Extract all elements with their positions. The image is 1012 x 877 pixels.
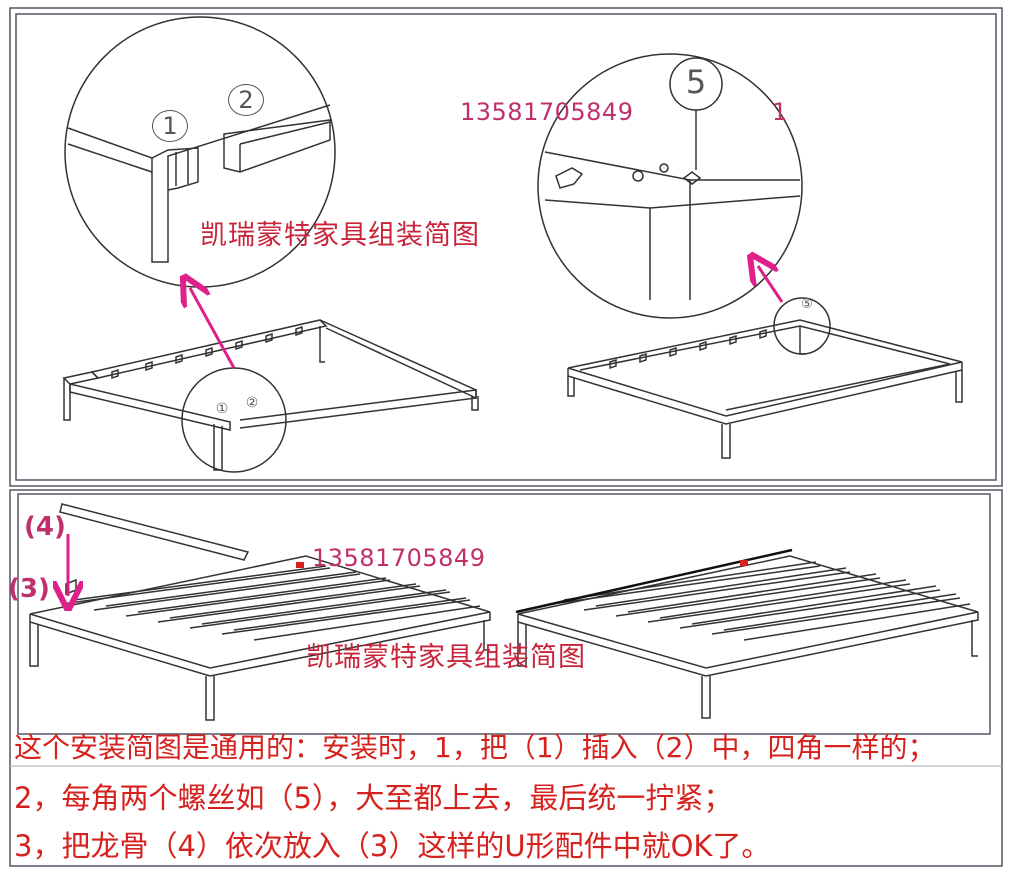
instruction-line-3: 3，把龙骨（4）依次放入（3）这样的U形配件中就OK了。 [14, 829, 771, 863]
part5-label-large: 5 [685, 63, 707, 101]
part1-label-large: 1 [152, 110, 188, 142]
instruction-line-2: 2，每角两个螺丝如（5），大至都上去，最后统一拧紧； [14, 781, 733, 815]
slot-marks [296, 560, 748, 568]
assembly-title-bottom: 凯瑞蒙特家具组装简图 [306, 642, 586, 673]
part5-label-small: ⑤ [801, 297, 813, 312]
assembly-title-top: 凯瑞蒙特家具组装简图 [200, 220, 480, 251]
pointer-arrows [68, 266, 784, 596]
bed-with-slats-left [29, 503, 491, 721]
phone-number-bottom: 13581705849 [312, 544, 486, 572]
part1-label-small: ① [215, 401, 229, 417]
bed-with-slats-right [515, 548, 979, 719]
panel-frames [9, 7, 1003, 867]
arrow-to-zoom-right [758, 266, 784, 303]
phone-number-top: 13581705849 [460, 98, 634, 126]
top-right-fragment: 1 [772, 98, 788, 126]
bed-frame-right [537, 53, 963, 459]
callout-part4: (4) [24, 512, 66, 542]
callout-part3: (3) [8, 574, 50, 604]
part2-label-large: 2 [228, 84, 264, 116]
instruction-line-1: 这个安装简图是通用的：安装时，1，把（1）插入（2）中，四角一样的； [14, 731, 936, 764]
part2-label-small: ② [245, 395, 259, 411]
arrow-to-zoom-left [190, 288, 236, 369]
